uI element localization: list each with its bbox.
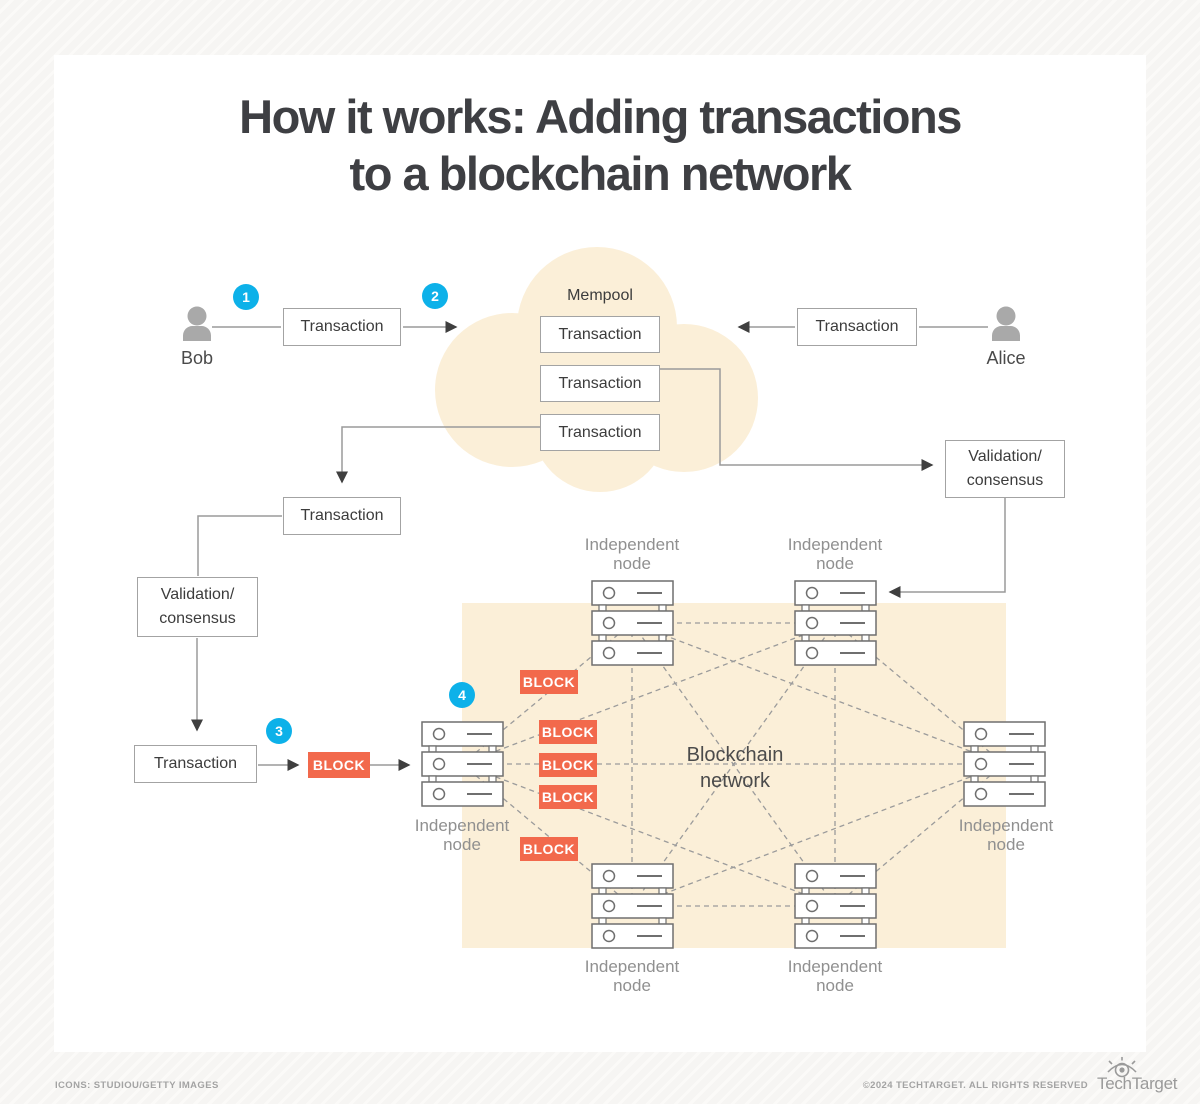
transaction-box-alice: Transaction bbox=[797, 308, 917, 346]
node-label-left: Independent node bbox=[414, 816, 510, 854]
transaction-box-bottom: Transaction bbox=[134, 745, 257, 783]
independent-node-icon bbox=[591, 580, 674, 666]
mempool-label: Mempool bbox=[567, 287, 633, 304]
validation-line1: Validation/ bbox=[160, 586, 235, 603]
independent-node-icon bbox=[963, 721, 1046, 807]
page-title-line2: to a blockchain network bbox=[349, 147, 852, 200]
page-title: How it works: Adding transactions to a b… bbox=[54, 88, 1146, 202]
mempool-transaction-2: Transaction bbox=[540, 365, 660, 402]
validation-line2: consensus bbox=[966, 472, 1044, 489]
validation-line1: Validation/ bbox=[968, 448, 1042, 465]
validation-consensus-box-right: Validation/ consensus bbox=[945, 440, 1065, 498]
transaction-box-bob: Transaction bbox=[283, 308, 401, 346]
step-badge-4: 4 bbox=[449, 682, 475, 708]
node-label-top-left: Independent node bbox=[584, 535, 680, 573]
block-badge-3: BLOCK bbox=[539, 753, 597, 777]
independent-node-icon bbox=[794, 863, 877, 949]
footer-credits: ICONS: STUDIOU/GETTY IMAGES bbox=[55, 1080, 219, 1091]
mempool-transaction-1: Transaction bbox=[540, 316, 660, 353]
validation-consensus-box-left: Validation/ consensus bbox=[137, 577, 258, 637]
blockchain-network-label: Blockchain network bbox=[645, 742, 825, 794]
node-label-bottom-right: Independent node bbox=[787, 957, 883, 995]
independent-node-icon bbox=[794, 580, 877, 666]
block-badge-5: BLOCK bbox=[520, 837, 578, 861]
independent-node-icon bbox=[421, 721, 504, 807]
node-label-top-right: Independent node bbox=[787, 535, 883, 573]
blockchain-network-label-line1: Blockchain bbox=[686, 744, 784, 766]
alice-label: Alice bbox=[986, 348, 1026, 368]
techtarget-logo-text: TechTarget bbox=[1097, 1074, 1178, 1093]
node-label-bottom-left: Independent node bbox=[584, 957, 680, 995]
independent-node-icon bbox=[591, 863, 674, 949]
connector-arrows bbox=[191, 321, 1006, 771]
techtarget-eye-icon bbox=[1107, 1057, 1137, 1078]
step-badge-1: 1 bbox=[233, 284, 259, 310]
block-badge-4: BLOCK bbox=[539, 785, 597, 809]
validation-line2: consensus bbox=[159, 610, 236, 627]
blockchain-network-label-line2: network bbox=[699, 770, 771, 792]
step-badge-2: 2 bbox=[422, 283, 448, 309]
transaction-box-middle: Transaction bbox=[283, 497, 401, 535]
bob-label: Bob bbox=[180, 348, 214, 368]
step-badge-3: 3 bbox=[266, 718, 292, 744]
block-badge-main: BLOCK bbox=[308, 752, 370, 778]
bob-person-icon bbox=[183, 306, 211, 341]
page-title-line1: How it works: Adding transactions bbox=[239, 90, 962, 143]
node-label-right: Independent node bbox=[958, 816, 1054, 854]
mempool-transaction-3: Transaction bbox=[540, 414, 660, 451]
block-badge-1: BLOCK bbox=[520, 670, 578, 694]
footer-copyright: ©2024 TECHTARGET. ALL RIGHTS RESERVED bbox=[862, 1080, 1088, 1091]
alice-person-icon bbox=[992, 306, 1020, 341]
block-badge-2: BLOCK bbox=[539, 720, 597, 744]
